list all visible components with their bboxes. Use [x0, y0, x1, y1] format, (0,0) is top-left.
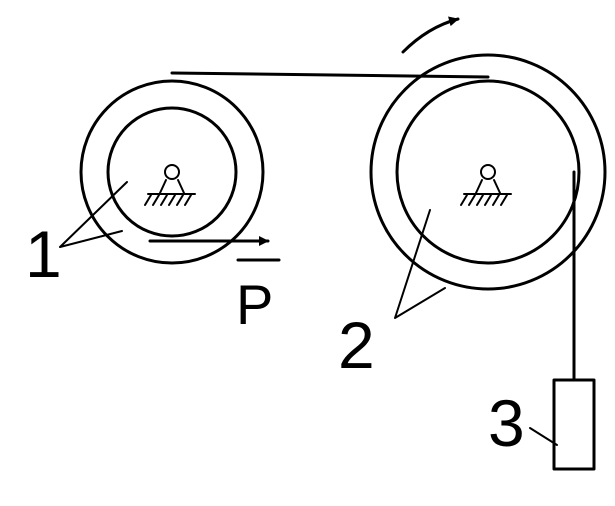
rotation-arrow-icon: [401, 16, 460, 54]
pulley-1-outer-rim: [79, 79, 265, 265]
pulley-2: [369, 53, 607, 291]
connecting-rope: [170, 71, 490, 79]
pulley-1-inner-rim: [106, 106, 238, 238]
pulley-2-leader-lines: [394, 209, 446, 319]
pulley-2-label: 2: [338, 308, 375, 382]
pulley-1-leader-lines: [59, 181, 128, 248]
force-p-label: P: [236, 273, 273, 336]
pulley-2-pivot-support-icon: [460, 164, 512, 206]
weight-3-label: 3: [488, 386, 525, 460]
pulley-1: [79, 79, 265, 265]
weight-3-leader-line: [529, 427, 558, 446]
pulley-2-outer-rim: [369, 53, 607, 291]
weight-3-block: [552, 378, 596, 471]
pulley-1-pivot-support-icon: [144, 164, 196, 206]
pulley-1-label: 1: [25, 217, 62, 291]
pulley-2-inner-rim: [395, 79, 581, 265]
